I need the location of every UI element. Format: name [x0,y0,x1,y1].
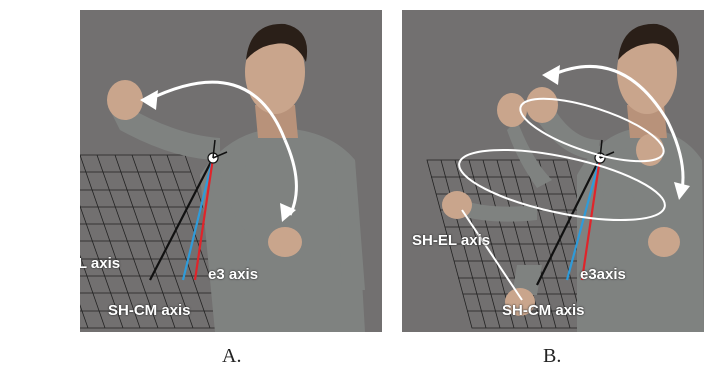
e3-axis-label: e3axis [580,266,626,283]
lowered-fist [648,227,680,257]
panel-b: SH-EL axis e3axis SH-CM axis [402,10,704,332]
sh-el-axis-label: SH-EL axis [412,232,490,249]
sh-el-axis-label: SH-EL axis [80,255,120,272]
sh-cm-axis-label: SH-CM axis [108,302,191,319]
figure-a-illustration [80,10,382,332]
low-back-fist [442,191,472,219]
raised-fist [107,80,143,120]
e3-axis-label: e3 axis [208,266,258,283]
caption-b: B. [543,345,561,368]
caption-a: A. [222,345,241,368]
arrow-head-top [140,90,158,110]
circumduction-line [462,210,522,300]
figure-b-illustration [402,10,704,332]
back-fist [497,93,527,127]
panel-a: SH-EL axis e3 axis SH-CM axis [80,10,382,332]
lowered-fist [268,227,302,257]
arrow-head-top [542,65,560,85]
raised-fist [526,87,558,123]
sh-cm-axis-label: SH-CM axis [502,302,585,319]
